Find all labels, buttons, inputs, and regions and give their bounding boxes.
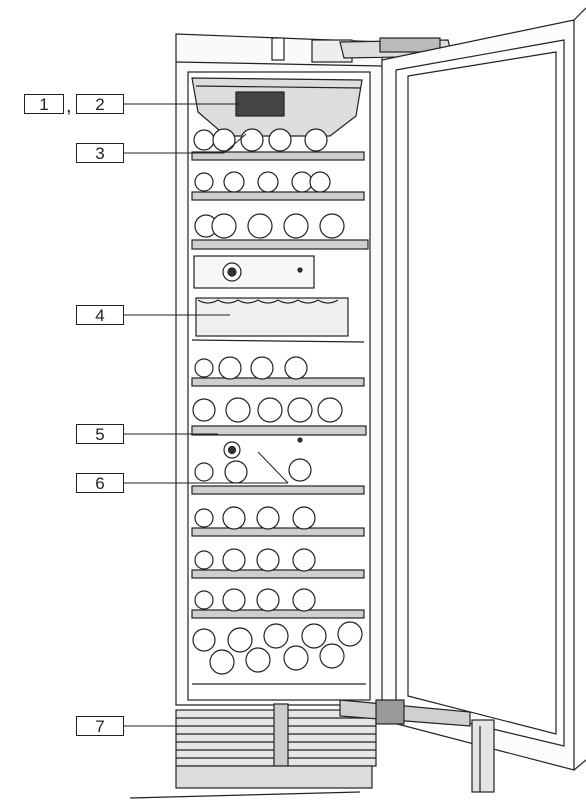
callout-6: 6 — [76, 473, 124, 493]
bottom-hinge — [339, 699, 495, 793]
control-panel — [191, 77, 363, 137]
shelf-1 — [191, 128, 365, 161]
ventilation-grille — [129, 703, 377, 799]
callout-4: 4 — [76, 305, 124, 325]
shelf-7 — [191, 506, 365, 537]
callout-separator: , — [66, 95, 72, 117]
shelf-2 — [191, 171, 365, 201]
bottom-bottles — [192, 621, 366, 685]
callout-3: 3 — [76, 143, 124, 163]
callout-1: 1 — [24, 94, 64, 114]
shelf-4 — [191, 356, 365, 387]
callout-2: 2 — [76, 94, 124, 114]
shelf-3 — [191, 213, 369, 250]
callout-7: 7 — [76, 716, 124, 736]
fan-upper — [193, 255, 315, 289]
shelf-6 — [191, 458, 365, 495]
callout-5: 5 — [76, 424, 124, 444]
shelf-8 — [191, 548, 365, 579]
shelf-5 — [191, 397, 367, 436]
shelf-9 — [191, 588, 365, 619]
storage-box — [191, 297, 365, 343]
leader-lines — [124, 103, 289, 727]
fan-lower — [223, 437, 303, 459]
door — [381, 7, 586, 771]
